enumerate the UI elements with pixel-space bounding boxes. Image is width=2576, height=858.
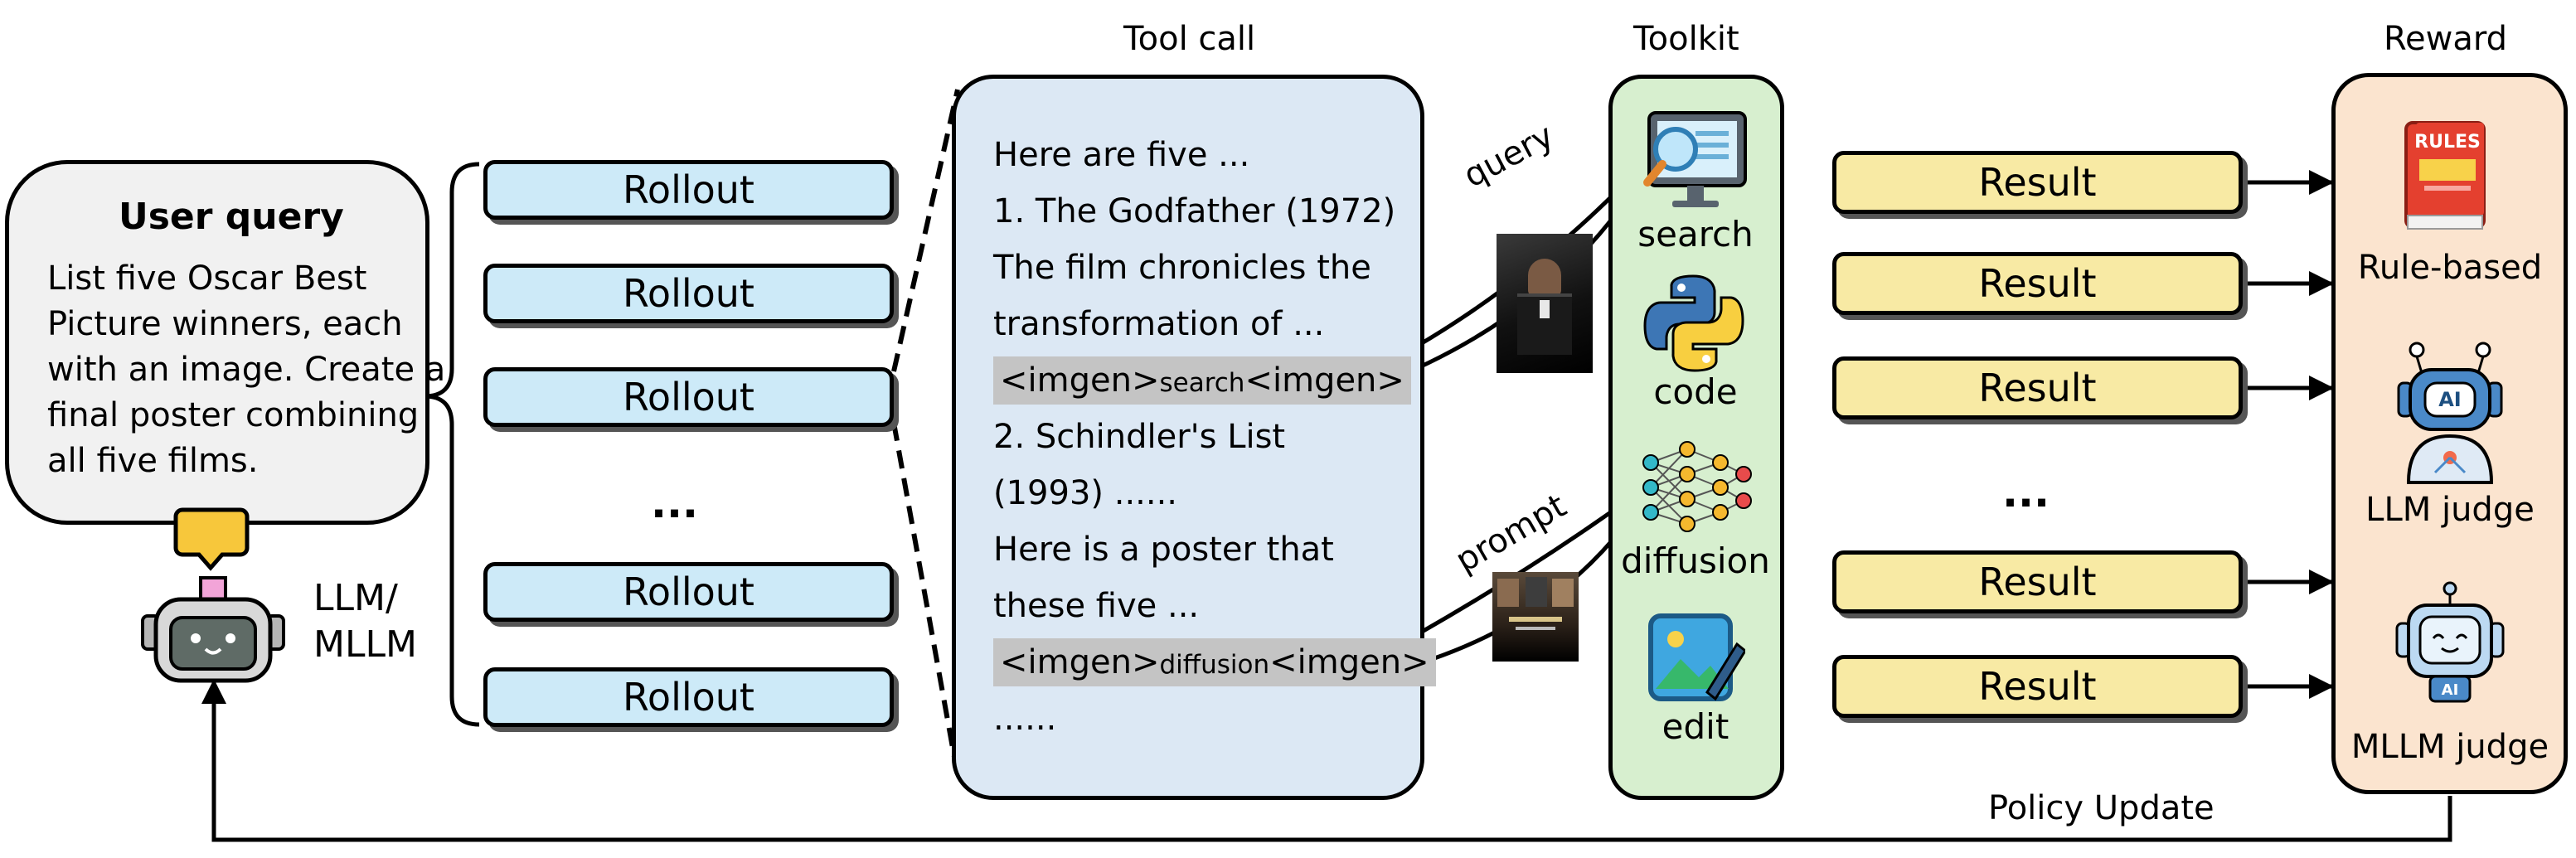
tool-call-line-11: ...... xyxy=(993,700,1057,738)
mllm-judge-icon-text: AI xyxy=(2442,681,2459,699)
user-query-box: User query List five Oscar Best Picture … xyxy=(5,160,446,525)
rollout-box-2: Rollout xyxy=(483,264,894,323)
user-query-line-1: List five Oscar Best xyxy=(47,259,367,298)
godfather-poster-thumbnail xyxy=(1497,234,1593,373)
zoom-line-top xyxy=(891,89,960,372)
tool-code-label: code xyxy=(1653,371,1738,412)
rollout-box-4: Rollout xyxy=(483,562,894,622)
model-label-line-2: MLLM xyxy=(313,623,417,666)
reward-rule-based-label: Rule-based xyxy=(2357,249,2543,287)
tool-call-line-2: 1. The Godfather (1972) xyxy=(993,192,1396,230)
tool-call-line-9: these five ... xyxy=(993,587,1200,625)
result-box-2: Result xyxy=(1832,252,2243,315)
rules-icon-text: RULES xyxy=(2414,132,2481,153)
tool-call-tag-search: <imgen>search<imgen> xyxy=(993,352,1420,409)
result-box-3: Result xyxy=(1832,356,2243,419)
tool-call-title: Tool call xyxy=(1123,20,1256,58)
user-query-line-3: with an image. Create a xyxy=(47,351,446,389)
user-query-line-5: all five films. xyxy=(47,442,259,480)
reward-title: Reward xyxy=(2384,20,2507,58)
monitor-search-icon xyxy=(1643,111,1747,207)
ai-robot-icon: AI xyxy=(2397,342,2503,484)
tool-call-line-3: The film chronicles the xyxy=(993,249,1371,287)
toolkit-title: Toolkit xyxy=(1633,20,1739,58)
result-box-1: Result xyxy=(1832,151,2243,214)
model-label-line-1: LLM/ xyxy=(313,577,398,619)
robot-agent-icon xyxy=(141,507,285,683)
tool-call-line-8: Here is a poster that xyxy=(993,531,1334,569)
llm-judge-icon-text: AI xyxy=(2438,388,2462,411)
rules-book-icon: RULES xyxy=(2404,121,2486,230)
ai-robot-face-icon: AI xyxy=(2395,581,2505,703)
rollout-brace xyxy=(424,162,480,727)
policy-update-label: Policy Update xyxy=(1988,789,2215,827)
tool-call-box: Here are five ... 1. The Godfather (1972… xyxy=(952,75,1436,800)
user-query-line-4: final poster combining xyxy=(47,396,420,434)
reward-mllm-judge-label: MLLM judge xyxy=(2350,728,2549,766)
rollout-ellipsis: ... xyxy=(651,479,698,527)
image-edit-icon xyxy=(1648,613,1745,701)
tool-call-line-6: 2. Schindler's List xyxy=(993,418,1286,456)
rollout-box-1: Rollout xyxy=(483,160,894,220)
zoom-line-bottom xyxy=(891,422,960,776)
imgen-diffusion-tag: <imgen>diffusion<imgen> xyxy=(993,638,1436,686)
imgen-search-tag: <imgen>search<imgen> xyxy=(993,356,1411,405)
user-query-line-2: Picture winners, each xyxy=(47,305,403,343)
result-box-4: Result xyxy=(1832,550,2243,613)
tool-diffusion-label: diffusion xyxy=(1621,540,1770,581)
reward-llm-judge-label: LLM judge xyxy=(2365,491,2535,529)
user-query-title: User query xyxy=(119,196,344,238)
tool-call-tag-diffusion: <imgen>diffusion<imgen> xyxy=(993,634,1436,691)
rollout-box-5: Rollout xyxy=(483,667,894,727)
tool-call-line-7: (1993) ...... xyxy=(993,474,1178,512)
rollout-box-3: Rollout xyxy=(483,367,894,427)
tool-call-line-1: Here are five ... xyxy=(993,136,1250,174)
neural-network-icon xyxy=(1642,441,1752,532)
tool-search-label: search xyxy=(1637,214,1754,254)
composite-poster-thumbnail xyxy=(1492,572,1579,662)
results-ellipsis: ... xyxy=(2002,468,2050,516)
tool-edit-label: edit xyxy=(1662,706,1729,747)
policy-update-arrow xyxy=(201,679,2452,842)
python-logo-icon xyxy=(1643,274,1744,372)
result-box-5: Result xyxy=(1832,655,2243,718)
tool-call-line-4: transformation of ... xyxy=(993,305,1325,343)
